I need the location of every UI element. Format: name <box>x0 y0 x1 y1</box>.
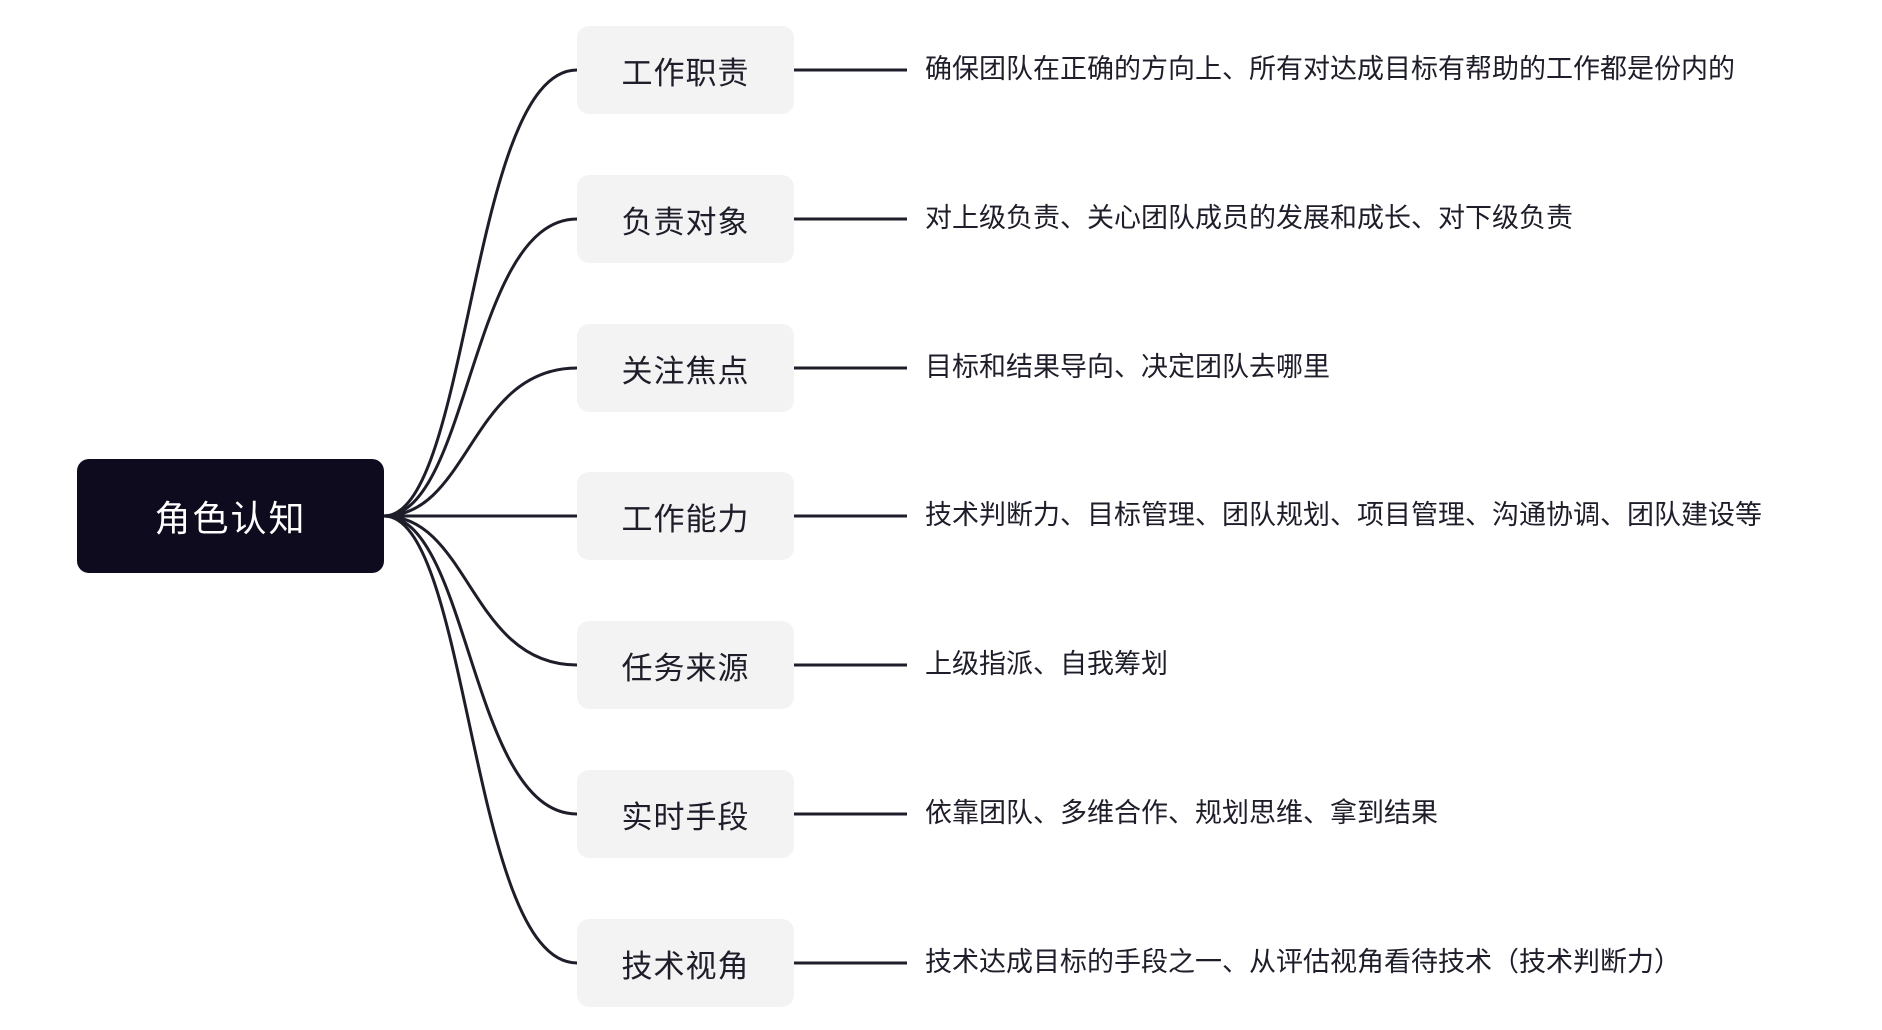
leaf-node-means[interactable]: 依靠团队、多维合作、规划思维、拿到结果 <box>925 794 1438 834</box>
leaf-node-task-source[interactable]: 上级指派、自我筹划 <box>925 645 1168 685</box>
root-node[interactable]: 角色认知 <box>77 459 384 573</box>
branch-node-label: 关注焦点 <box>621 353 750 390</box>
connector-root-branch-2 <box>383 217 578 518</box>
connector-root-branch-5 <box>383 514 578 667</box>
branch-node-focus[interactable]: 关注焦点 <box>577 324 794 412</box>
branch-node-label: 工作能力 <box>621 501 750 538</box>
leaf-node-text: 技术达成目标的手段之一、从评估视角看待技术（技术判断力） <box>925 947 1681 978</box>
leaf-node-responsibility[interactable]: 对上级负责、关心团队成员的发展和成长、对下级负责 <box>925 199 1573 239</box>
branch-node-label: 实时手段 <box>621 799 750 836</box>
branch-node-means[interactable]: 实时手段 <box>577 770 794 858</box>
branch-node-work-duties[interactable]: 工作职责 <box>577 26 794 114</box>
branch-node-tech-perspective[interactable]: 技术视角 <box>577 919 794 1007</box>
leaf-node-focus[interactable]: 目标和结果导向、决定团队去哪里 <box>925 348 1330 388</box>
connector-root-branch-7 <box>383 514 578 965</box>
branch-node-label: 技术视角 <box>621 948 750 985</box>
branch-node-task-source[interactable]: 任务来源 <box>577 621 794 709</box>
connector-root-branch-3 <box>383 366 578 518</box>
branch-node-label: 工作职责 <box>621 55 750 92</box>
connector-root-branch-6 <box>383 514 578 816</box>
connector-root-branch-1 <box>383 68 578 518</box>
leaf-node-text: 目标和结果导向、决定团队去哪里 <box>925 352 1330 383</box>
branch-node-work-ability[interactable]: 工作能力 <box>577 472 794 560</box>
branch-node-label: 任务来源 <box>621 650 750 687</box>
leaf-node-text: 依靠团队、多维合作、规划思维、拿到结果 <box>925 798 1438 829</box>
leaf-node-work-duties[interactable]: 确保团队在正确的方向上、所有对达成目标有帮助的工作都是份内的 <box>925 50 1735 90</box>
branch-node-responsibility[interactable]: 负责对象 <box>577 175 794 263</box>
leaf-node-tech-perspective[interactable]: 技术达成目标的手段之一、从评估视角看待技术（技术判断力） <box>925 943 1681 983</box>
leaf-node-work-ability[interactable]: 技术判断力、目标管理、团队规划、项目管理、沟通协调、团队建设等 <box>925 496 1762 536</box>
branch-node-label: 负责对象 <box>621 204 750 241</box>
leaf-node-text: 技术判断力、目标管理、团队规划、项目管理、沟通协调、团队建设等 <box>925 500 1762 531</box>
leaf-node-text: 上级指派、自我筹划 <box>925 649 1168 680</box>
leaf-node-text: 确保团队在正确的方向上、所有对达成目标有帮助的工作都是份内的 <box>925 54 1735 85</box>
leaf-node-text: 对上级负责、关心团队成员的发展和成长、对下级负责 <box>925 203 1573 234</box>
root-node-label: 角色认知 <box>154 499 307 540</box>
